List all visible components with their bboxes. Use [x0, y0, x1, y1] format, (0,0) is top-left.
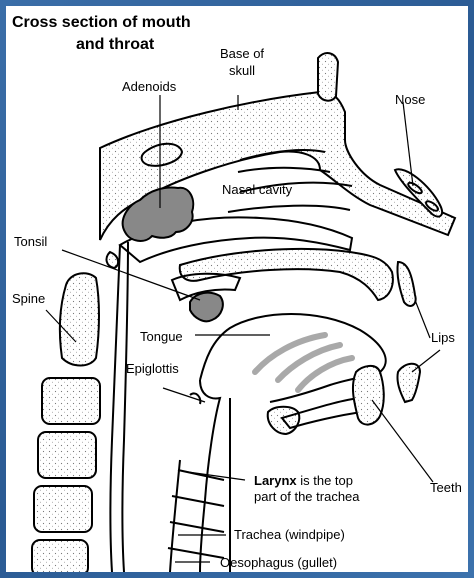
label-trachea: Trachea (windpipe) [234, 527, 345, 542]
label-larynx-bold: Larynx [254, 473, 297, 488]
anatomy-drawing [6, 6, 468, 572]
label-base-of-skull-1: Base of [212, 46, 272, 61]
label-oesophagus: Oesophagus (gullet) [220, 555, 337, 570]
tonsil-tissue [190, 293, 223, 322]
label-tongue: Tongue [140, 329, 183, 344]
label-adenoids: Adenoids [122, 79, 176, 94]
spine-vertebrae [32, 273, 100, 572]
label-tonsil: Tonsil [14, 234, 47, 249]
label-epiglottis: Epiglottis [126, 361, 179, 376]
label-base-of-skull-2: skull [212, 63, 272, 78]
label-larynx-line2: part of the trachea [254, 489, 360, 504]
label-larynx-rest: is the top [297, 473, 353, 488]
label-lips: Lips [431, 330, 455, 345]
label-spine: Spine [12, 291, 45, 306]
throat-outline [107, 242, 386, 572]
label-nasal-cavity: Nasal cavity [222, 182, 292, 197]
diagram-panel: Cross section of mouth and throat Base o… [6, 6, 468, 572]
label-teeth: Teeth [430, 480, 462, 495]
diagram-title-line1: Cross section of mouth [12, 13, 191, 32]
label-nose: Nose [395, 92, 425, 107]
diagram-title-line2: and throat [76, 35, 154, 54]
trachea-rings [168, 460, 224, 572]
lower-jaw-and-teeth [268, 364, 420, 434]
label-larynx-line1: Larynx is the top [254, 473, 353, 488]
